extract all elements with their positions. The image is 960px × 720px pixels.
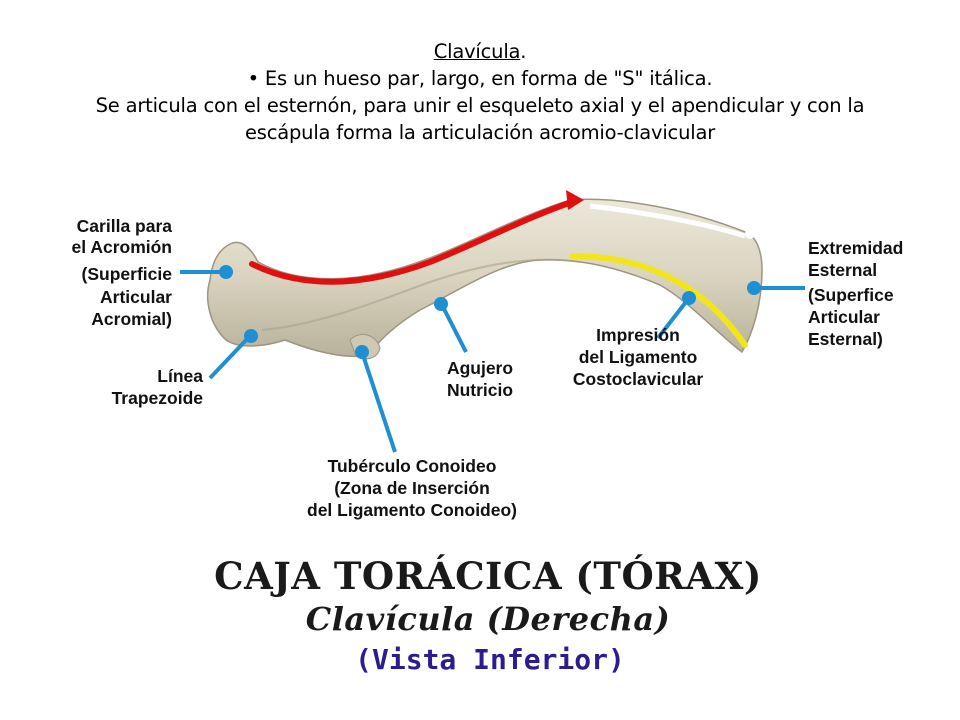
leader-tuberculo-dot — [355, 345, 369, 359]
label-agujero: Agujero Nutricio — [447, 358, 513, 400]
label-extremidad: Extremidad Esternal (Superfice Articular… — [808, 238, 903, 349]
label-impresion: Impresión del Ligamento Costoclavicular — [573, 325, 704, 389]
label-tuberculo: Tubérculo Conoideo (Zona de Inserción de… — [307, 456, 517, 520]
leader-carilla-dot — [219, 265, 233, 279]
leader-impresion — [656, 296, 691, 340]
leader-agujero-dot — [434, 297, 448, 311]
label-agujero-line-2: Nutricio — [447, 380, 513, 400]
label-tuberculo-line-2: (Zona de Inserción — [334, 478, 490, 498]
clavicle-shaft-shadow — [261, 258, 581, 331]
footer-subtitle: Clavícula (Derecha) — [306, 600, 670, 638]
label-carilla-line-3: (Superficie — [82, 264, 173, 284]
header-line-4: escápula forma la articulación acromio-c… — [244, 121, 716, 144]
label-carilla-line-2: el Acromión — [72, 237, 172, 257]
leader-linea-dot — [244, 329, 258, 343]
label-impresion-line-2: del Ligamento — [579, 347, 698, 367]
clavicle-bone-body — [207, 198, 763, 358]
header-line-1: Clavícula. — [20, 38, 940, 65]
clavicle-bone — [207, 198, 763, 360]
header-line-3: Se articula con el esternón, para unir e… — [95, 94, 865, 117]
label-carilla: Carilla para el Acromión (Superficie Art… — [72, 216, 173, 329]
label-tuberculo-line-3: del Ligamento Conoideo) — [307, 500, 517, 520]
sternal-end-white-face — [589, 203, 746, 239]
label-extremidad-line-4: Articular — [808, 307, 880, 327]
label-extremidad-line-1: Extremidad — [808, 238, 903, 258]
label-carilla-line-1: Carilla para — [77, 216, 173, 236]
sternal-end-highlight — [745, 229, 755, 239]
label-agujero-line-1: Agujero — [447, 358, 513, 378]
label-linea-line-1: Línea — [157, 366, 203, 386]
leader-impresion-dot — [682, 291, 696, 305]
acromial-surface-arrowhead — [566, 190, 584, 210]
label-impresion-line-1: Impresión — [596, 325, 680, 345]
costoclavicular-impression-line — [569, 253, 748, 348]
label-extremidad-line-5: Esternal) — [808, 329, 883, 349]
leader-agujero — [440, 304, 468, 353]
footer-title: CAJA TORÁCICA (TÓRAX) — [214, 554, 762, 598]
footer-view: (Vista Inferior) — [355, 643, 625, 676]
header-text: Clavícula. • Es un hueso par, largo, en … — [20, 38, 940, 146]
label-linea: Línea Trapezoide — [112, 366, 204, 408]
leader-linea — [208, 334, 252, 380]
leader-lines — [180, 265, 805, 453]
label-linea-line-2: Trapezoide — [112, 388, 204, 408]
header-title: Clavícula — [433, 40, 521, 63]
label-carilla-line-4: Articular — [100, 287, 172, 307]
label-tuberculo-line-1: Tubérculo Conoideo — [328, 456, 497, 476]
acromial-surface-line — [249, 199, 575, 285]
label-extremidad-line-2: Esternal — [808, 260, 877, 280]
header-line-2: • Es un hueso par, largo, en forma de "S… — [247, 67, 713, 90]
label-extremidad-line-3: (Superfice — [808, 285, 894, 305]
leader-tuberculo — [360, 351, 397, 453]
label-carilla-line-5: Acromial) — [91, 309, 172, 329]
label-impresion-line-3: Costoclavicular — [573, 369, 704, 389]
header-title-suffix: . — [520, 40, 527, 63]
leader-extremidad-dot — [747, 281, 761, 295]
